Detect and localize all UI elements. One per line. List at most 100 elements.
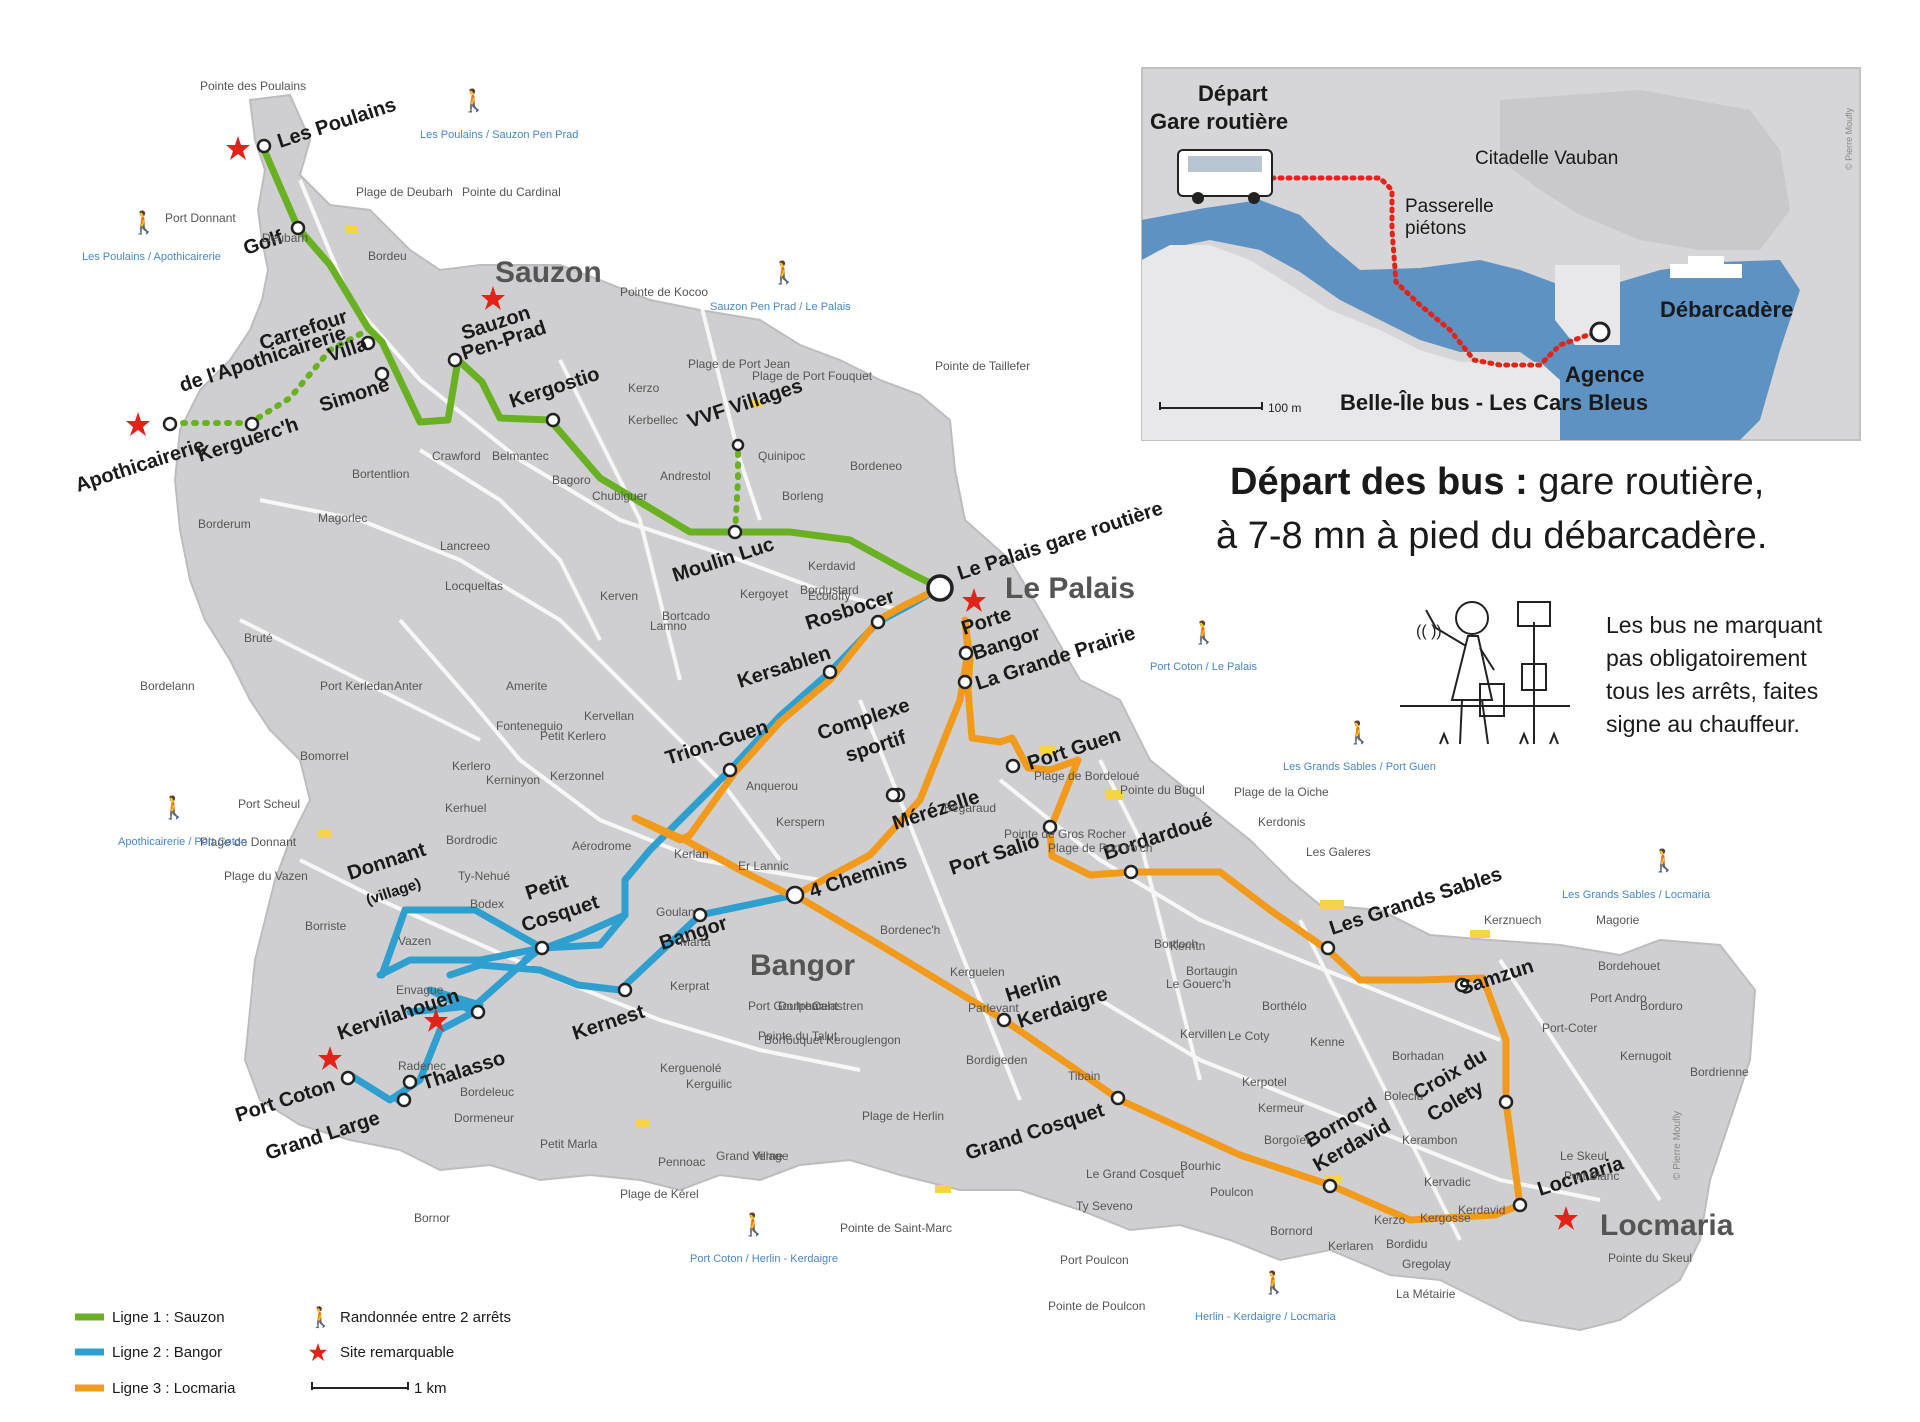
locality-label: Pennoac — [658, 1155, 705, 1169]
locality-label: Kerdonis — [1258, 815, 1305, 829]
hike-icon: 🚶 — [1260, 1270, 1287, 1295]
stop-port-coton[interactable] — [340, 1070, 356, 1086]
stop-grand-cosquet[interactable] — [1110, 1090, 1126, 1106]
road — [1298, 919, 1462, 1241]
stop-herlin-kerdaigre[interactable] — [996, 1012, 1012, 1028]
locality-label: Yerne — [752, 1149, 783, 1163]
stop-merezelle[interactable] — [885, 787, 901, 803]
stop-apothicairerie[interactable] — [162, 416, 178, 432]
stop-petit-cosquet[interactable] — [534, 940, 550, 956]
road — [998, 778, 1501, 1042]
locality-label: Bordustard — [800, 583, 859, 597]
stop-locmaria[interactable] — [1512, 1197, 1528, 1213]
stop-kervilahouen[interactable] — [470, 1004, 486, 1020]
beach — [1105, 790, 1123, 800]
locality-label: Kergosse — [1420, 1211, 1471, 1225]
waving-person-illustration: (( )) — [1400, 601, 1570, 745]
locality-label: Bornor — [414, 1211, 450, 1225]
hike-label: Les Poulains / Apothicairerie — [82, 251, 221, 263]
stop-sauzon-pen-prad[interactable] — [447, 352, 463, 368]
stop-golf[interactable] — [290, 220, 306, 236]
road — [1098, 759, 1202, 1081]
remarkable-sites — [126, 136, 1578, 1230]
stop-grand-large[interactable] — [396, 1092, 412, 1108]
headline: Départ des bus : gare routière, à 7-8 mn… — [1216, 461, 1767, 557]
inset-scale-label: 100 m — [1268, 401, 1301, 415]
note-line-4: signe au chauffeur. — [1606, 711, 1800, 737]
locality-label: Le Grand Cosquet — [1086, 1167, 1185, 1181]
headline-rest: gare routière, — [1528, 461, 1765, 503]
locality-label: Bordeleuc — [460, 1085, 514, 1099]
hike-marker: 🚶 Port Coton / Le Palais — [1150, 620, 1258, 673]
locality-label: Bordelann — [140, 679, 195, 693]
stop-thalasso[interactable] — [402, 1074, 418, 1090]
stop-bornord-kerdavid[interactable] — [1322, 1178, 1338, 1194]
stop-samzun[interactable] — [1454, 977, 1470, 993]
locality-label: Kervillen — [1180, 1027, 1226, 1041]
headline-line-2: à 7-8 mn à pied du débarcadère. — [1216, 515, 1767, 557]
stop-porte-bangor[interactable] — [958, 645, 974, 661]
line-1-dotted — [732, 437, 741, 535]
locality-label: Kerzo — [628, 381, 660, 395]
locality-label: Envague — [396, 983, 444, 997]
locality-label: Kerguelen — [950, 965, 1005, 979]
stop-villa-simone[interactable] — [374, 366, 390, 382]
locality-label: Plage de Port Jean — [688, 357, 790, 371]
inset-quay — [1142, 245, 1560, 440]
locality-label: Pointe de Gros Rocher — [1004, 827, 1126, 841]
hike-marker: 🚶 Les Grands Sables / Locmaria — [1562, 848, 1711, 901]
stop-trion-guen[interactable] — [722, 762, 738, 778]
locality-label: Les Galeres — [1306, 845, 1371, 859]
beaches — [318, 225, 1490, 1193]
stop-les-poulains[interactable] — [256, 138, 272, 154]
locality-label: Kervadic — [1424, 1175, 1471, 1189]
inset-agence-name: Belle-Île bus - Les Cars Bleus — [1340, 390, 1648, 415]
locality-label: Bortentlion — [352, 467, 409, 481]
inset-gare: Gare routière — [1150, 109, 1288, 134]
locality-label: Magorie — [1596, 913, 1640, 927]
locality-label: Kervellan — [584, 709, 634, 723]
town-bangor: Bangor — [750, 949, 855, 982]
stop-grande-prairie[interactable] — [957, 674, 973, 690]
legend-line-1: Ligne 1 : Sauzon — [112, 1309, 225, 1326]
beach — [1470, 930, 1490, 938]
stop-kersablen[interactable] — [822, 664, 838, 680]
stop-bordardoue[interactable] — [1123, 864, 1139, 880]
stop-kernest[interactable] — [617, 982, 633, 998]
stop-gare-routiere[interactable] — [926, 574, 954, 602]
stop-bangor[interactable] — [692, 907, 708, 923]
locality-label: Borthélo — [1262, 999, 1307, 1013]
stop-moulin-luc[interactable] — [727, 524, 743, 540]
note-line-1: Les bus ne marquant — [1606, 612, 1823, 638]
stop-grands-sables[interactable] — [1320, 940, 1336, 956]
locality-label: Plage de Deubarh — [356, 185, 453, 199]
locality-label: Pointe de Taillefer — [935, 359, 1030, 373]
site-star-icon — [126, 412, 150, 436]
locality-label: Bordidu — [1386, 1237, 1427, 1251]
locality-label: Bornord — [1270, 1224, 1313, 1238]
locality-label: Port Kerledan — [320, 679, 393, 693]
bus-window — [1188, 156, 1262, 172]
stop-rosbocer[interactable] — [870, 614, 886, 630]
stop-carrefour-apothicairerie[interactable] — [360, 335, 376, 351]
locality-label: Pointe du Cardinal — [462, 185, 561, 199]
locality-label: Kerbellec — [628, 413, 678, 427]
stop-kergostio[interactable] — [545, 412, 561, 428]
stop-4-chemins[interactable] — [785, 885, 805, 905]
note-line-3: tous les arrêts, faites — [1606, 678, 1818, 704]
locality-label: Bordeu — [368, 249, 407, 263]
hike-marker: 🚶 Port Coton / Herlin - Kerdaigre — [690, 1212, 838, 1265]
locality-label: Pointe des Poulains — [200, 79, 306, 93]
inset-map: Départ Gare routière Citadelle Vauban Pa… — [1141, 67, 1861, 441]
inset-agence-stop[interactable] — [1589, 321, 1611, 343]
stop-kerguerch[interactable] — [244, 416, 260, 432]
locality-label: Radenec — [398, 1059, 446, 1073]
stop-croix-du-colety[interactable] — [1498, 1094, 1514, 1110]
stop-port-guen[interactable] — [1005, 758, 1021, 774]
locality-label: Plage du Vazen — [224, 869, 308, 883]
stop-vvf[interactable] — [731, 438, 745, 452]
locality-label: Kernugoit — [1620, 1049, 1672, 1063]
island — [173, 93, 1757, 1332]
stop-port-salio[interactable] — [1042, 819, 1058, 835]
person-bag — [1479, 683, 1505, 717]
